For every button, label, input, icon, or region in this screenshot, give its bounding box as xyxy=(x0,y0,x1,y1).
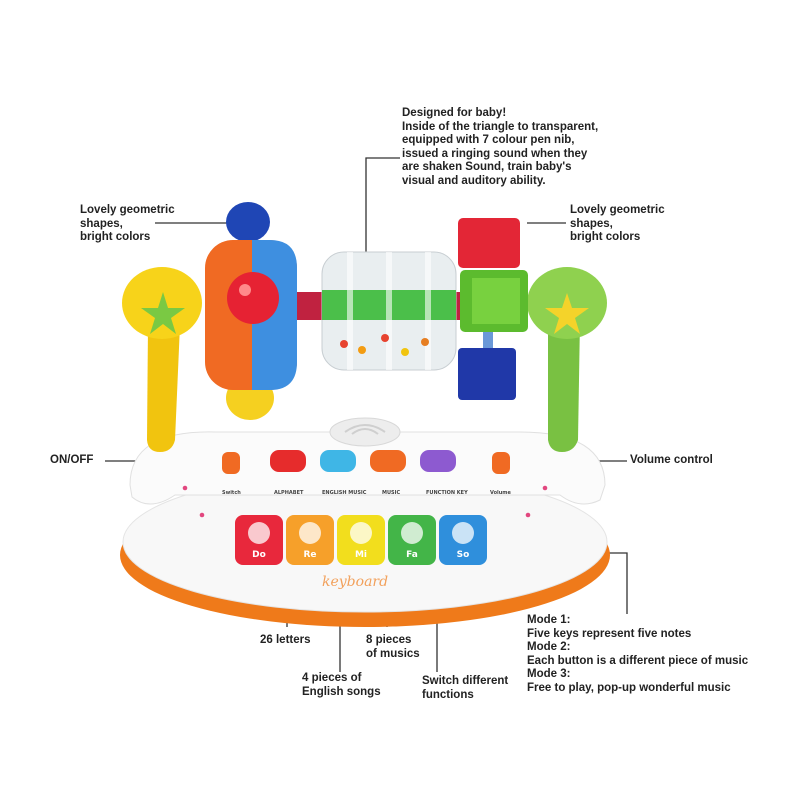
music-button[interactable] xyxy=(370,450,406,472)
speaker-grille xyxy=(329,417,401,447)
piano-keys: Do Re Mi Fa So xyxy=(235,515,487,565)
piano-key-label: So xyxy=(457,550,470,560)
left-handle xyxy=(122,267,202,452)
label-english-music: ENGLISH MUSIC xyxy=(322,490,367,496)
label-music: MUSIC xyxy=(382,490,400,496)
left-geometric-toy xyxy=(205,202,297,420)
label-volume: Volume xyxy=(490,490,512,496)
label-alphabet: ALPHABET xyxy=(274,490,304,496)
piano-key-label: Mi xyxy=(355,550,367,560)
design-annotation: Designed for baby! Inside of the triangl… xyxy=(402,107,599,187)
piano-key-label: Do xyxy=(252,550,266,560)
alphabet-button[interactable] xyxy=(270,450,306,472)
letters-annotation: 26 letters xyxy=(260,634,311,646)
label-switch: Switch xyxy=(222,490,241,496)
shapes-right-annotation: Lovely geometric shapes, bright colors xyxy=(570,204,665,243)
modes-annotation: Mode 1: Five keys represent five notes M… xyxy=(527,614,749,694)
right-geometric-toy xyxy=(458,218,528,400)
star-right xyxy=(545,293,589,334)
piano-key-label: Fa xyxy=(406,550,418,560)
animal-face-icon xyxy=(452,522,474,544)
shapes-left-annotation: Lovely geometric shapes, bright colors xyxy=(80,204,175,243)
on-off-switch[interactable] xyxy=(222,452,240,474)
star-left xyxy=(141,292,185,334)
transparent-rattle xyxy=(321,251,457,371)
animal-face-icon xyxy=(248,522,270,544)
musics-annotation: 8 pieces of musics xyxy=(366,634,420,660)
switch-functions-annotation: Switch different functions xyxy=(422,675,509,701)
animal-face-icon xyxy=(350,522,372,544)
on-off-annotation: ON/OFF xyxy=(50,454,94,466)
right-handle xyxy=(527,267,607,452)
english-songs-annotation: 4 pieces of English songs xyxy=(302,672,381,698)
volume-annotation: Volume control xyxy=(630,454,713,466)
volume-switch[interactable] xyxy=(492,452,510,474)
button-labels: Switch ALPHABET ENGLISH MUSIC MUSIC FUNC… xyxy=(222,490,512,496)
function-key-button[interactable] xyxy=(420,450,456,472)
animal-face-icon xyxy=(401,522,423,544)
red-ball xyxy=(227,272,279,324)
control-buttons xyxy=(222,450,510,474)
label-function-key: FUNCTION KEY xyxy=(426,490,468,496)
brand-script: keyboard xyxy=(322,574,388,590)
animal-face-icon xyxy=(299,522,321,544)
piano-key-label: Re xyxy=(303,550,316,560)
english-music-button[interactable] xyxy=(320,450,356,472)
leader-design xyxy=(365,157,400,255)
heart-dots xyxy=(182,485,548,518)
